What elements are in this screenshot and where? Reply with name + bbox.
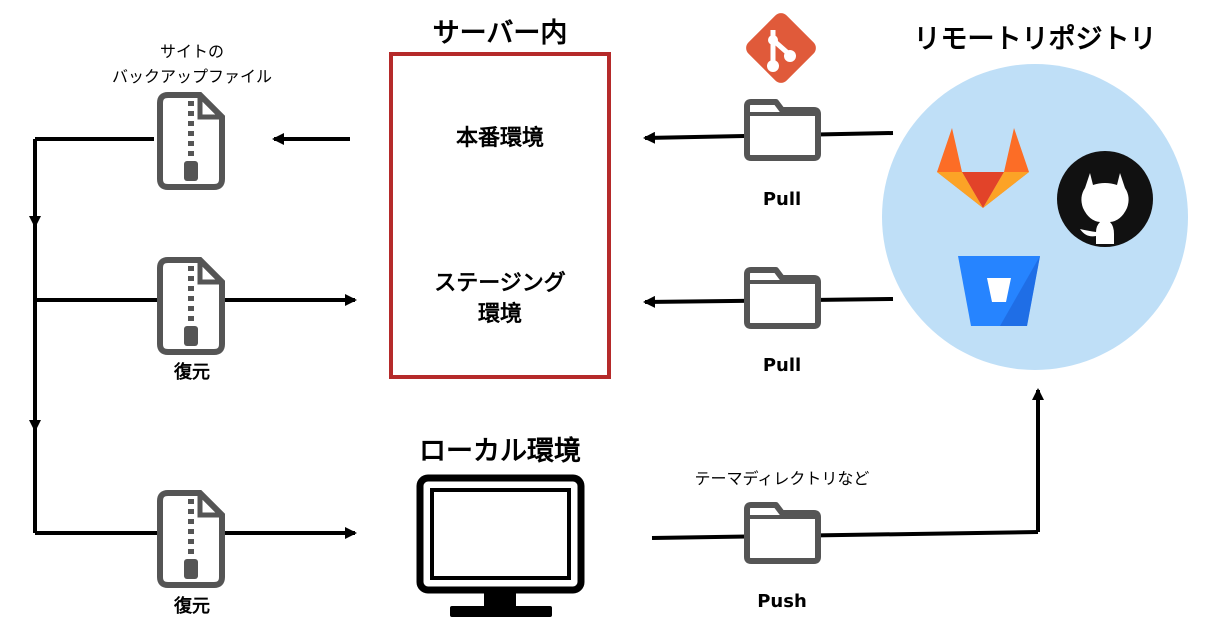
folder-icon [747, 102, 818, 158]
zip-file-icon [160, 95, 222, 187]
zip-file-icon [160, 493, 222, 585]
github-logo-icon [1057, 151, 1153, 247]
server-box [389, 52, 611, 379]
pull-label: Pull [763, 355, 801, 376]
pull-label: Pull [763, 189, 801, 210]
staging-env-label-line2: 環境 [478, 301, 522, 327]
gitlab-logo-icon [937, 128, 1029, 208]
production-env-label: 本番環境 [456, 125, 544, 151]
push-label: Push [757, 591, 807, 612]
zip-file-icon [160, 260, 222, 352]
folder-icon [747, 505, 818, 561]
git-logo-icon [746, 13, 816, 83]
local-env-title: ローカル環境 [419, 436, 581, 467]
restore-label: 復元 [173, 595, 210, 617]
remote-repo-circle [882, 64, 1188, 370]
server-title: サーバー内 [433, 18, 568, 49]
restore-label: 復元 [173, 361, 210, 383]
remote-repo-title: リモートリポジトリ [914, 24, 1157, 55]
bitbucket-logo-icon [958, 256, 1040, 326]
backup-label-line2: バックアップファイル [112, 67, 272, 86]
backup-label-line1: サイトの [160, 42, 224, 61]
push-note-label: テーマディレクトリなど [695, 469, 870, 488]
staging-env-label-line1: ステージング [434, 270, 566, 296]
monitor-icon [416, 474, 585, 617]
folder-icon [747, 270, 818, 326]
